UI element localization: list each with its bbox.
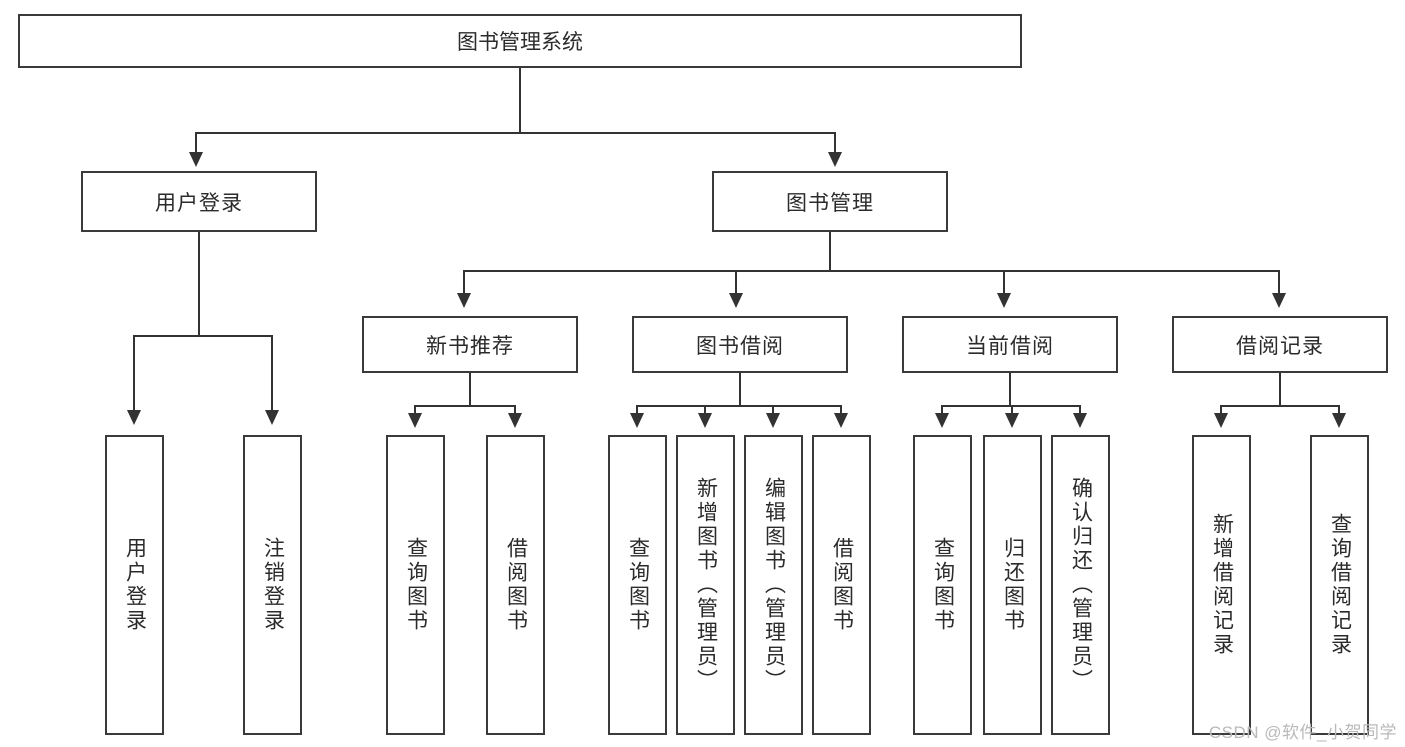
edge-nbr-bus	[414, 405, 516, 407]
edge-br-c2	[1338, 405, 1340, 417]
edge-to-book-manage	[834, 132, 836, 156]
leaf-cb-confirm-return-admin[interactable]: 确认归还（管理员）	[1051, 435, 1110, 735]
edge-user-login-child-1	[133, 335, 135, 415]
node-book-borrow-label: 图书借阅	[696, 334, 784, 358]
arrow-current-borrow	[997, 293, 1011, 308]
leaf-cb-return-book[interactable]: 归还图书	[983, 435, 1042, 735]
edge-root-stem	[519, 68, 521, 133]
edge-bm-child-2	[735, 270, 737, 298]
arrow-bb-borrow-book	[834, 413, 848, 428]
arrow-bb-edit-book	[766, 413, 780, 428]
leaf-bb-query-book-label: 查询图书	[626, 537, 650, 633]
leaf-cb-query-book-label: 查询图书	[931, 537, 955, 633]
arrow-cb-confirm-return	[1073, 413, 1087, 428]
edge-book-manage-stem	[829, 232, 831, 272]
node-book-management-label: 图书管理	[786, 191, 874, 215]
node-root-system-label: 图书管理系统	[457, 31, 583, 54]
edge-br-c1	[1220, 405, 1222, 417]
arrow-nbr-query-book	[408, 413, 422, 428]
edge-bm-child-3	[1003, 270, 1005, 298]
leaf-bb-edit-book-admin[interactable]: 编辑图书（管理员）	[744, 435, 803, 735]
edge-user-login-stem	[198, 232, 200, 336]
arrow-br-query-record	[1332, 413, 1346, 428]
edge-cb-c3	[1079, 405, 1081, 417]
edge-book-manage-bus	[463, 270, 1280, 272]
leaf-bb-query-book[interactable]: 查询图书	[608, 435, 667, 735]
leaf-cb-confirm-return-admin-label: 确认归还（管理员）	[1069, 477, 1093, 693]
arrow-cb-return-book	[1005, 413, 1019, 428]
edge-cb-stem	[1009, 373, 1011, 406]
node-book-management[interactable]: 图书管理	[712, 171, 948, 232]
arrow-borrow-record	[1272, 293, 1286, 308]
leaf-bb-borrow-book[interactable]: 借阅图书	[812, 435, 871, 735]
edge-bm-child-1	[463, 270, 465, 298]
node-borrow-record[interactable]: 借阅记录	[1172, 316, 1388, 373]
node-book-borrow[interactable]: 图书借阅	[632, 316, 848, 373]
arrow-to-user-login	[189, 152, 203, 167]
node-current-borrow[interactable]: 当前借阅	[902, 316, 1118, 373]
edge-cb-c2	[1011, 405, 1013, 417]
edge-bb-bus	[636, 405, 842, 407]
edge-bb-c3	[772, 405, 774, 417]
leaf-logout[interactable]: 注销登录	[243, 435, 302, 735]
arrow-br-add-record	[1214, 413, 1228, 428]
leaf-cb-return-book-label: 归还图书	[1001, 537, 1025, 633]
arrow-bb-add-book	[698, 413, 712, 428]
node-borrow-record-label: 借阅记录	[1236, 334, 1324, 358]
arrow-to-book-manage	[828, 152, 842, 167]
edge-cb-c1	[941, 405, 943, 417]
leaf-bb-borrow-book-label: 借阅图书	[830, 537, 854, 633]
edge-bm-child-4	[1278, 270, 1280, 298]
edge-br-bus	[1220, 405, 1339, 407]
leaf-nbr-borrow-book[interactable]: 借阅图书	[486, 435, 545, 735]
arrow-leaf-user-login	[127, 410, 141, 425]
arrow-bb-query-book	[630, 413, 644, 428]
leaf-br-query-record[interactable]: 查询借阅记录	[1310, 435, 1369, 735]
arrow-book-borrow	[729, 293, 743, 308]
leaf-br-add-record-label: 新增借阅记录	[1210, 513, 1234, 657]
edge-nbr-c2	[514, 405, 516, 417]
leaf-br-add-record[interactable]: 新增借阅记录	[1192, 435, 1251, 735]
leaf-nbr-query-book-label: 查询图书	[404, 537, 428, 633]
edge-user-login-child-2	[271, 335, 273, 415]
leaf-bb-add-book-admin-label: 新增图书（管理员）	[694, 477, 718, 693]
leaf-nbr-query-book[interactable]: 查询图书	[386, 435, 445, 735]
leaf-bb-add-book-admin[interactable]: 新增图书（管理员）	[676, 435, 735, 735]
arrow-new-book-rec	[457, 293, 471, 308]
edge-root-bus	[195, 132, 835, 134]
edge-nbr-stem	[469, 373, 471, 406]
leaf-user-login[interactable]: 用户登录	[105, 435, 164, 735]
node-new-book-recommend-label: 新书推荐	[426, 334, 514, 358]
arrow-nbr-borrow-book	[508, 413, 522, 428]
edge-nbr-c1	[414, 405, 416, 417]
node-new-book-recommend[interactable]: 新书推荐	[362, 316, 578, 373]
edge-to-user-login	[195, 132, 197, 156]
leaf-br-query-record-label: 查询借阅记录	[1328, 513, 1352, 657]
edge-br-stem	[1279, 373, 1281, 406]
leaf-nbr-borrow-book-label: 借阅图书	[504, 537, 528, 633]
leaf-cb-query-book[interactable]: 查询图书	[913, 435, 972, 735]
node-user-login-label: 用户登录	[155, 191, 243, 215]
node-user-login[interactable]: 用户登录	[81, 171, 317, 232]
edge-user-login-bus	[133, 335, 272, 337]
arrow-cb-query-book	[935, 413, 949, 428]
edge-bb-c4	[840, 405, 842, 417]
edge-bb-stem	[739, 373, 741, 406]
edge-bb-c2	[704, 405, 706, 417]
leaf-logout-label: 注销登录	[261, 537, 285, 633]
edge-bb-c1	[636, 405, 638, 417]
arrow-leaf-logout	[265, 410, 279, 425]
edge-cb-bus	[941, 405, 1080, 407]
node-current-borrow-label: 当前借阅	[966, 334, 1054, 358]
leaf-user-login-label: 用户登录	[123, 537, 147, 633]
node-root-system[interactable]: 图书管理系统	[18, 14, 1022, 68]
leaf-bb-edit-book-admin-label: 编辑图书（管理员）	[762, 477, 786, 693]
